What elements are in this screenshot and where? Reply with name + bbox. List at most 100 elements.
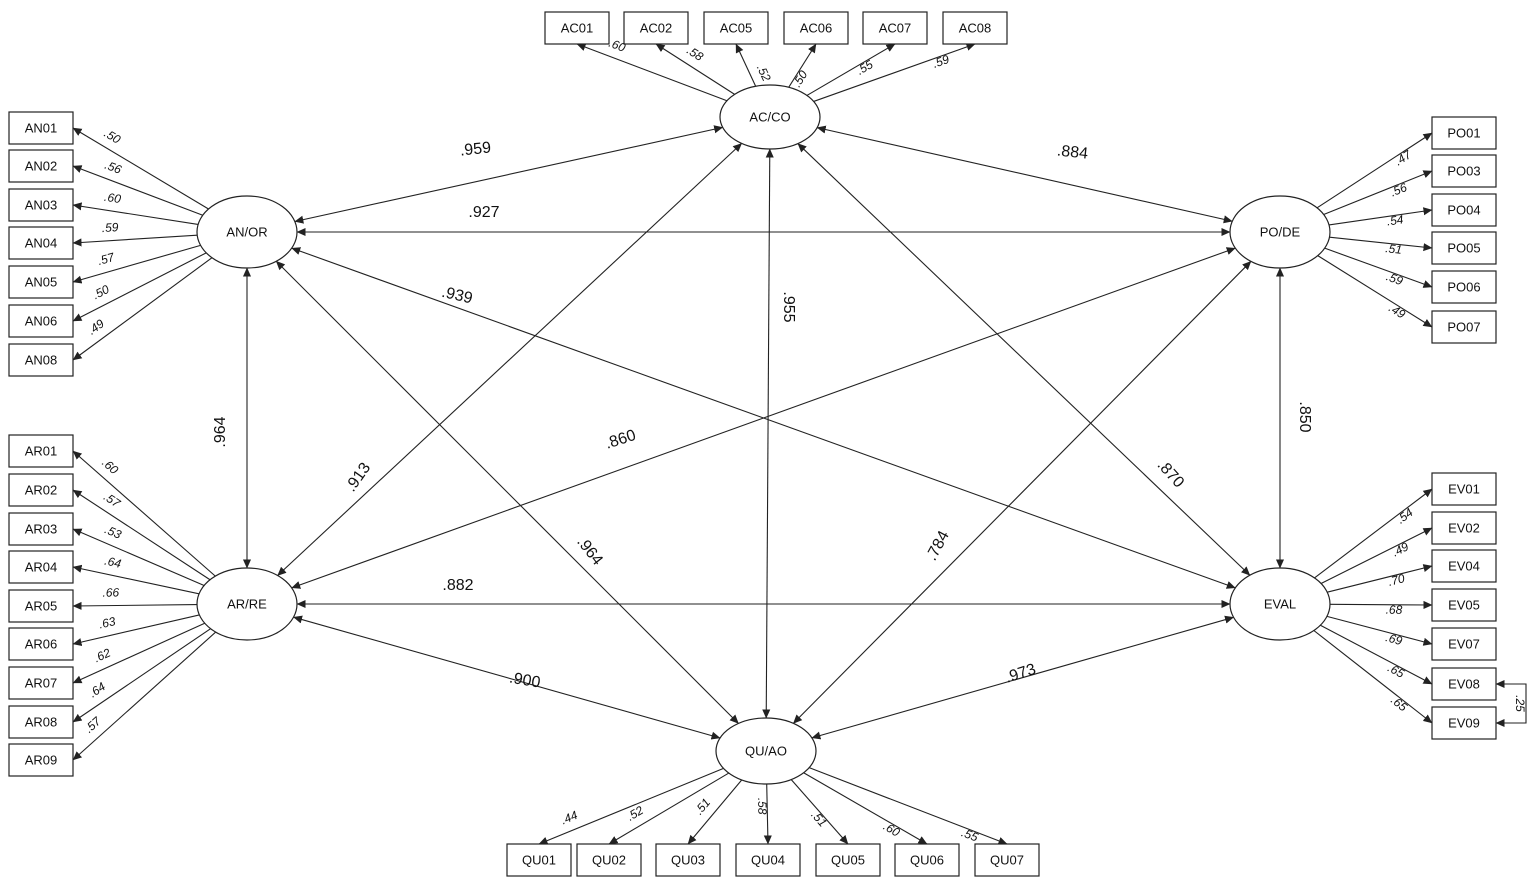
indicator-ar01: AR01 xyxy=(8,434,74,468)
indicator-label: AC05 xyxy=(720,21,753,36)
indicator-box xyxy=(8,512,74,546)
indicator-qu04: QU04 xyxy=(735,843,801,877)
loading-value-qu07: .55 xyxy=(959,825,980,844)
loading-value-ar01: .60 xyxy=(99,456,121,478)
latent-ellipse xyxy=(719,84,821,150)
indicator-box xyxy=(1431,706,1497,740)
loading-path-ev04 xyxy=(1327,564,1433,593)
indicator-box xyxy=(8,111,74,145)
loading-value-qu02: .52 xyxy=(624,803,646,824)
indicator-po01: PO01 xyxy=(1431,116,1497,150)
indicator-label: AN08 xyxy=(25,353,58,368)
correlation-value-pode-quao: .784 xyxy=(923,528,953,564)
indicator-box xyxy=(8,188,74,222)
loading-path-ar09 xyxy=(72,631,217,761)
loading-value-ar09: .57 xyxy=(82,713,105,735)
indicator-label: QU02 xyxy=(592,853,626,868)
loading-value-an02: .56 xyxy=(103,158,124,177)
correlation-value-acco-eval: .870 xyxy=(1154,457,1188,492)
loading-path-ar07 xyxy=(72,622,205,684)
latent-label: EVAL xyxy=(1264,597,1296,612)
indicator-label: AC01 xyxy=(561,21,594,36)
indicator-label: AC06 xyxy=(800,21,833,36)
loading-path-ac08 xyxy=(813,43,976,102)
indicator-label: QU03 xyxy=(671,853,705,868)
loading-path-ar03 xyxy=(72,528,205,587)
loading-value-an01: .50 xyxy=(102,126,124,147)
latent-acco: AC/CO xyxy=(719,84,821,150)
correlation-path-anor-quao xyxy=(275,260,739,724)
loading-value-po01: .47 xyxy=(1392,147,1415,169)
indicator-label: PO07 xyxy=(1447,320,1480,335)
loading-path-po01 xyxy=(1316,132,1433,209)
loading-path-an04 xyxy=(72,234,198,247)
latent-label: AC/CO xyxy=(749,110,790,125)
indicator-box xyxy=(8,343,74,377)
correlation-path-acco-pode xyxy=(816,125,1233,224)
indicator-ar02: AR02 xyxy=(8,473,74,507)
loading-path-qu01 xyxy=(538,767,724,845)
indicator-label: QU06 xyxy=(910,853,944,868)
loading-path-an06 xyxy=(72,252,207,322)
loading-path-ac06 xyxy=(788,43,817,88)
loading-path-ac02 xyxy=(655,43,735,95)
indicator-qu02: QU02 xyxy=(576,843,642,877)
indicator-box xyxy=(1431,270,1497,304)
indicator-ac02: AC02 xyxy=(623,11,689,45)
loading-value-ar06: .63 xyxy=(97,614,117,631)
loading-value-ev04: .70 xyxy=(1387,571,1407,589)
indicator-box xyxy=(1431,154,1497,188)
latent-ellipse xyxy=(196,567,298,641)
loading-value-po06: .59 xyxy=(1384,269,1405,288)
correlation-path-acco-eval xyxy=(797,143,1251,576)
indicator-box xyxy=(1431,667,1497,701)
loading-value-ar04: .64 xyxy=(103,554,123,571)
loading-value-ev08: .65 xyxy=(1385,661,1407,681)
loading-value-ar08: .64 xyxy=(86,679,108,700)
indicator-label: AR03 xyxy=(25,522,58,537)
indicator-label: AR08 xyxy=(25,715,58,730)
loading-value-ac02: .58 xyxy=(684,43,706,64)
loading-value-an03: .60 xyxy=(103,190,122,206)
correlation-value-arre-quao: .900 xyxy=(508,669,542,691)
indicator-ac07: AC07 xyxy=(862,11,928,45)
indicator-an01: AN01 xyxy=(8,111,74,145)
indicator-an02: AN02 xyxy=(8,149,74,183)
indicator-label: AR02 xyxy=(25,483,58,498)
indicator-box xyxy=(544,11,610,45)
latent-label: AN/OR xyxy=(226,225,267,240)
indicator-ar05: AR05 xyxy=(8,589,74,623)
indicator-an03: AN03 xyxy=(8,188,74,222)
indicator-box xyxy=(974,843,1040,877)
indicator-box xyxy=(8,550,74,584)
indicator-box xyxy=(1431,549,1497,583)
indicator-label: AC02 xyxy=(640,21,673,36)
indicator-po05: PO05 xyxy=(1431,231,1497,265)
indicator-po03: PO03 xyxy=(1431,154,1497,188)
indicator-an04: AN04 xyxy=(8,226,74,260)
indicator-label: QU05 xyxy=(831,853,865,868)
loading-value-qu01: .44 xyxy=(559,808,580,827)
indicator-box xyxy=(703,11,769,45)
indicator-qu07: QU07 xyxy=(974,843,1040,877)
indicator-ac01: AC01 xyxy=(544,11,610,45)
indicator-box xyxy=(735,843,801,877)
indicator-ev05: EV05 xyxy=(1431,588,1497,622)
loading-path-an02 xyxy=(72,165,203,216)
loading-path-qu02 xyxy=(608,772,730,845)
latent-arre: AR/RE xyxy=(196,567,298,641)
latent-ellipse xyxy=(1229,195,1331,269)
correlation-value-pode-eval: .850 xyxy=(1296,401,1313,432)
indicator-box xyxy=(1431,116,1497,150)
loading-path-po03 xyxy=(1323,170,1433,215)
indicator-label: AR09 xyxy=(25,753,58,768)
indicator-ar04: AR04 xyxy=(8,550,74,584)
indicator-ev04: EV04 xyxy=(1431,549,1497,583)
loading-value-po03: .56 xyxy=(1388,180,1409,199)
loading-path-qu03 xyxy=(687,779,743,845)
indicator-box xyxy=(8,743,74,777)
latent-label: QU/AO xyxy=(745,744,787,759)
indicator-box xyxy=(1431,472,1497,506)
latent-quao: QU/AO xyxy=(715,717,817,785)
loading-path-ev02 xyxy=(1320,527,1433,584)
